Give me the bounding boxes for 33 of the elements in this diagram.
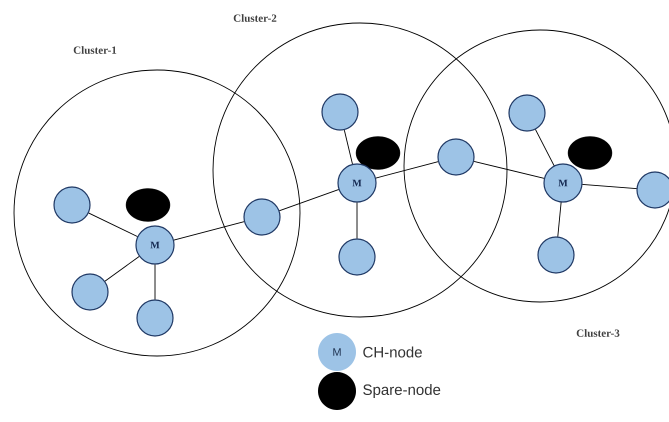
sensor-node [136, 299, 174, 337]
ch-node: M [543, 163, 583, 203]
sensor-node [71, 273, 109, 311]
cluster-label: Cluster-1 [74, 46, 116, 54]
sensor-node [338, 238, 376, 276]
link-line [474, 160, 544, 179]
link-line [344, 130, 353, 164]
sensor-node [437, 138, 475, 176]
link-line [356, 202, 358, 239]
sensor-node [321, 93, 359, 131]
cluster-label: Cluster-2 [234, 14, 276, 22]
link-line [557, 202, 562, 237]
legend-label: Spare-node [363, 384, 440, 398]
link-line [104, 256, 140, 282]
sensor-node [508, 94, 546, 132]
spare-node [126, 188, 170, 222]
legend-label: CH-node [363, 346, 422, 358]
spare-node [568, 136, 612, 170]
link-line [154, 264, 156, 300]
ch-node: M [135, 225, 175, 265]
sensor-node [636, 171, 669, 209]
cluster-label: Cluster-3 [576, 329, 620, 337]
sensor-node [537, 236, 575, 274]
link-line [376, 161, 438, 178]
spare-node [356, 136, 400, 170]
link-line [535, 129, 554, 166]
sensor-node [243, 198, 281, 236]
link-line [88, 212, 138, 237]
link-line [279, 189, 339, 212]
link-line [174, 221, 244, 240]
ch-node: M [337, 163, 377, 203]
link-line [582, 184, 637, 190]
sensor-node [53, 186, 91, 224]
